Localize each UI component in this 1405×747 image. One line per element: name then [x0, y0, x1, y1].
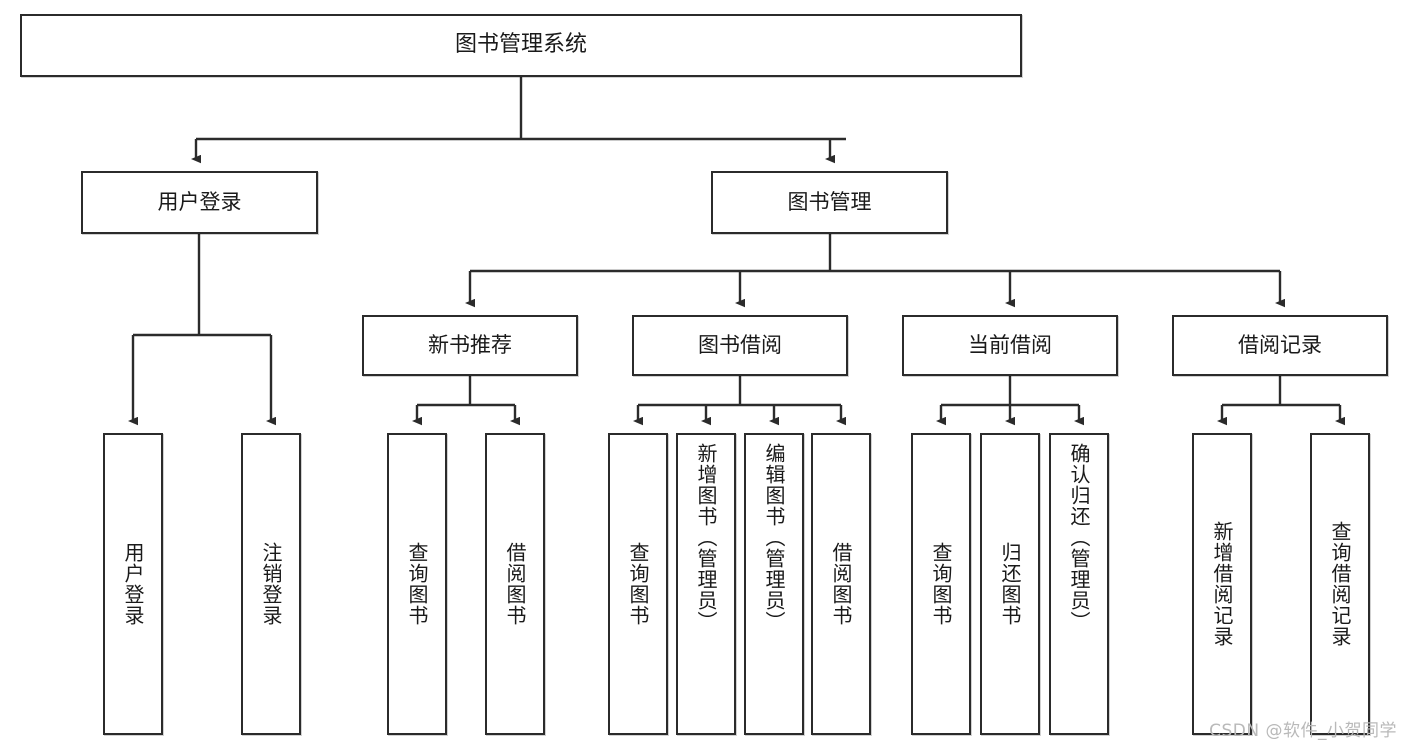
node-leaf-add-record-label: 新增借阅记录: [1210, 521, 1234, 647]
node-leaf-add-book-label: 新增图书（管理员）: [694, 443, 718, 632]
node-book-borrow[interactable]: 图书借阅: [632, 315, 848, 376]
node-root[interactable]: 图书管理系统: [20, 14, 1022, 77]
node-leaf-borrow-book-2-label: 借阅图书: [829, 542, 853, 626]
node-leaf-query-book-1-label: 查询图书: [405, 542, 429, 626]
node-leaf-return-book-label: 归还图书: [998, 542, 1022, 626]
node-leaf-query-book-2-label: 查询图书: [626, 542, 650, 626]
node-leaf-query-book-3-label: 查询图书: [929, 542, 953, 626]
node-new-book-recommend[interactable]: 新书推荐: [362, 315, 578, 376]
node-user-login-label: 用户登录: [157, 189, 242, 214]
node-leaf-query-book-3[interactable]: 查询图书: [911, 433, 971, 735]
node-leaf-borrow-book-2[interactable]: 借阅图书: [811, 433, 871, 735]
node-leaf-borrow-book-1[interactable]: 借阅图书: [485, 433, 545, 735]
node-current-borrow-label: 当前借阅: [968, 332, 1052, 357]
node-leaf-edit-book[interactable]: 编辑图书（管理员）: [744, 433, 804, 735]
node-leaf-return-book[interactable]: 归还图书: [980, 433, 1040, 735]
node-current-borrow[interactable]: 当前借阅: [902, 315, 1118, 376]
node-leaf-logout-label: 注销登录: [259, 542, 283, 626]
node-leaf-edit-book-label: 编辑图书（管理员）: [762, 443, 786, 632]
node-leaf-query-book-1[interactable]: 查询图书: [387, 433, 447, 735]
csdn-watermark: CSDN @软件_小贺同学: [1209, 721, 1397, 741]
node-borrow-record-label: 借阅记录: [1238, 332, 1322, 357]
node-book-management[interactable]: 图书管理: [711, 171, 948, 234]
node-book-borrow-label: 图书借阅: [698, 332, 782, 357]
node-leaf-user-login[interactable]: 用户登录: [103, 433, 163, 735]
node-leaf-add-record[interactable]: 新增借阅记录: [1192, 433, 1252, 735]
node-root-label: 图书管理系统: [454, 32, 587, 58]
node-leaf-logout[interactable]: 注销登录: [241, 433, 301, 735]
node-leaf-query-book-2[interactable]: 查询图书: [608, 433, 668, 735]
node-leaf-add-book[interactable]: 新增图书（管理员）: [676, 433, 736, 735]
node-leaf-confirm-return-label: 确认归还（管理员）: [1067, 443, 1091, 632]
node-leaf-user-login-label: 用户登录: [121, 542, 145, 626]
node-leaf-query-record-label: 查询借阅记录: [1328, 521, 1352, 647]
node-leaf-query-record[interactable]: 查询借阅记录: [1310, 433, 1370, 735]
node-borrow-record[interactable]: 借阅记录: [1172, 315, 1388, 376]
node-leaf-confirm-return[interactable]: 确认归还（管理员）: [1049, 433, 1109, 735]
node-user-login[interactable]: 用户登录: [81, 171, 318, 234]
node-leaf-borrow-book-1-label: 借阅图书: [503, 542, 527, 626]
node-book-management-label: 图书管理: [787, 189, 872, 214]
node-new-book-recommend-label: 新书推荐: [428, 332, 512, 357]
